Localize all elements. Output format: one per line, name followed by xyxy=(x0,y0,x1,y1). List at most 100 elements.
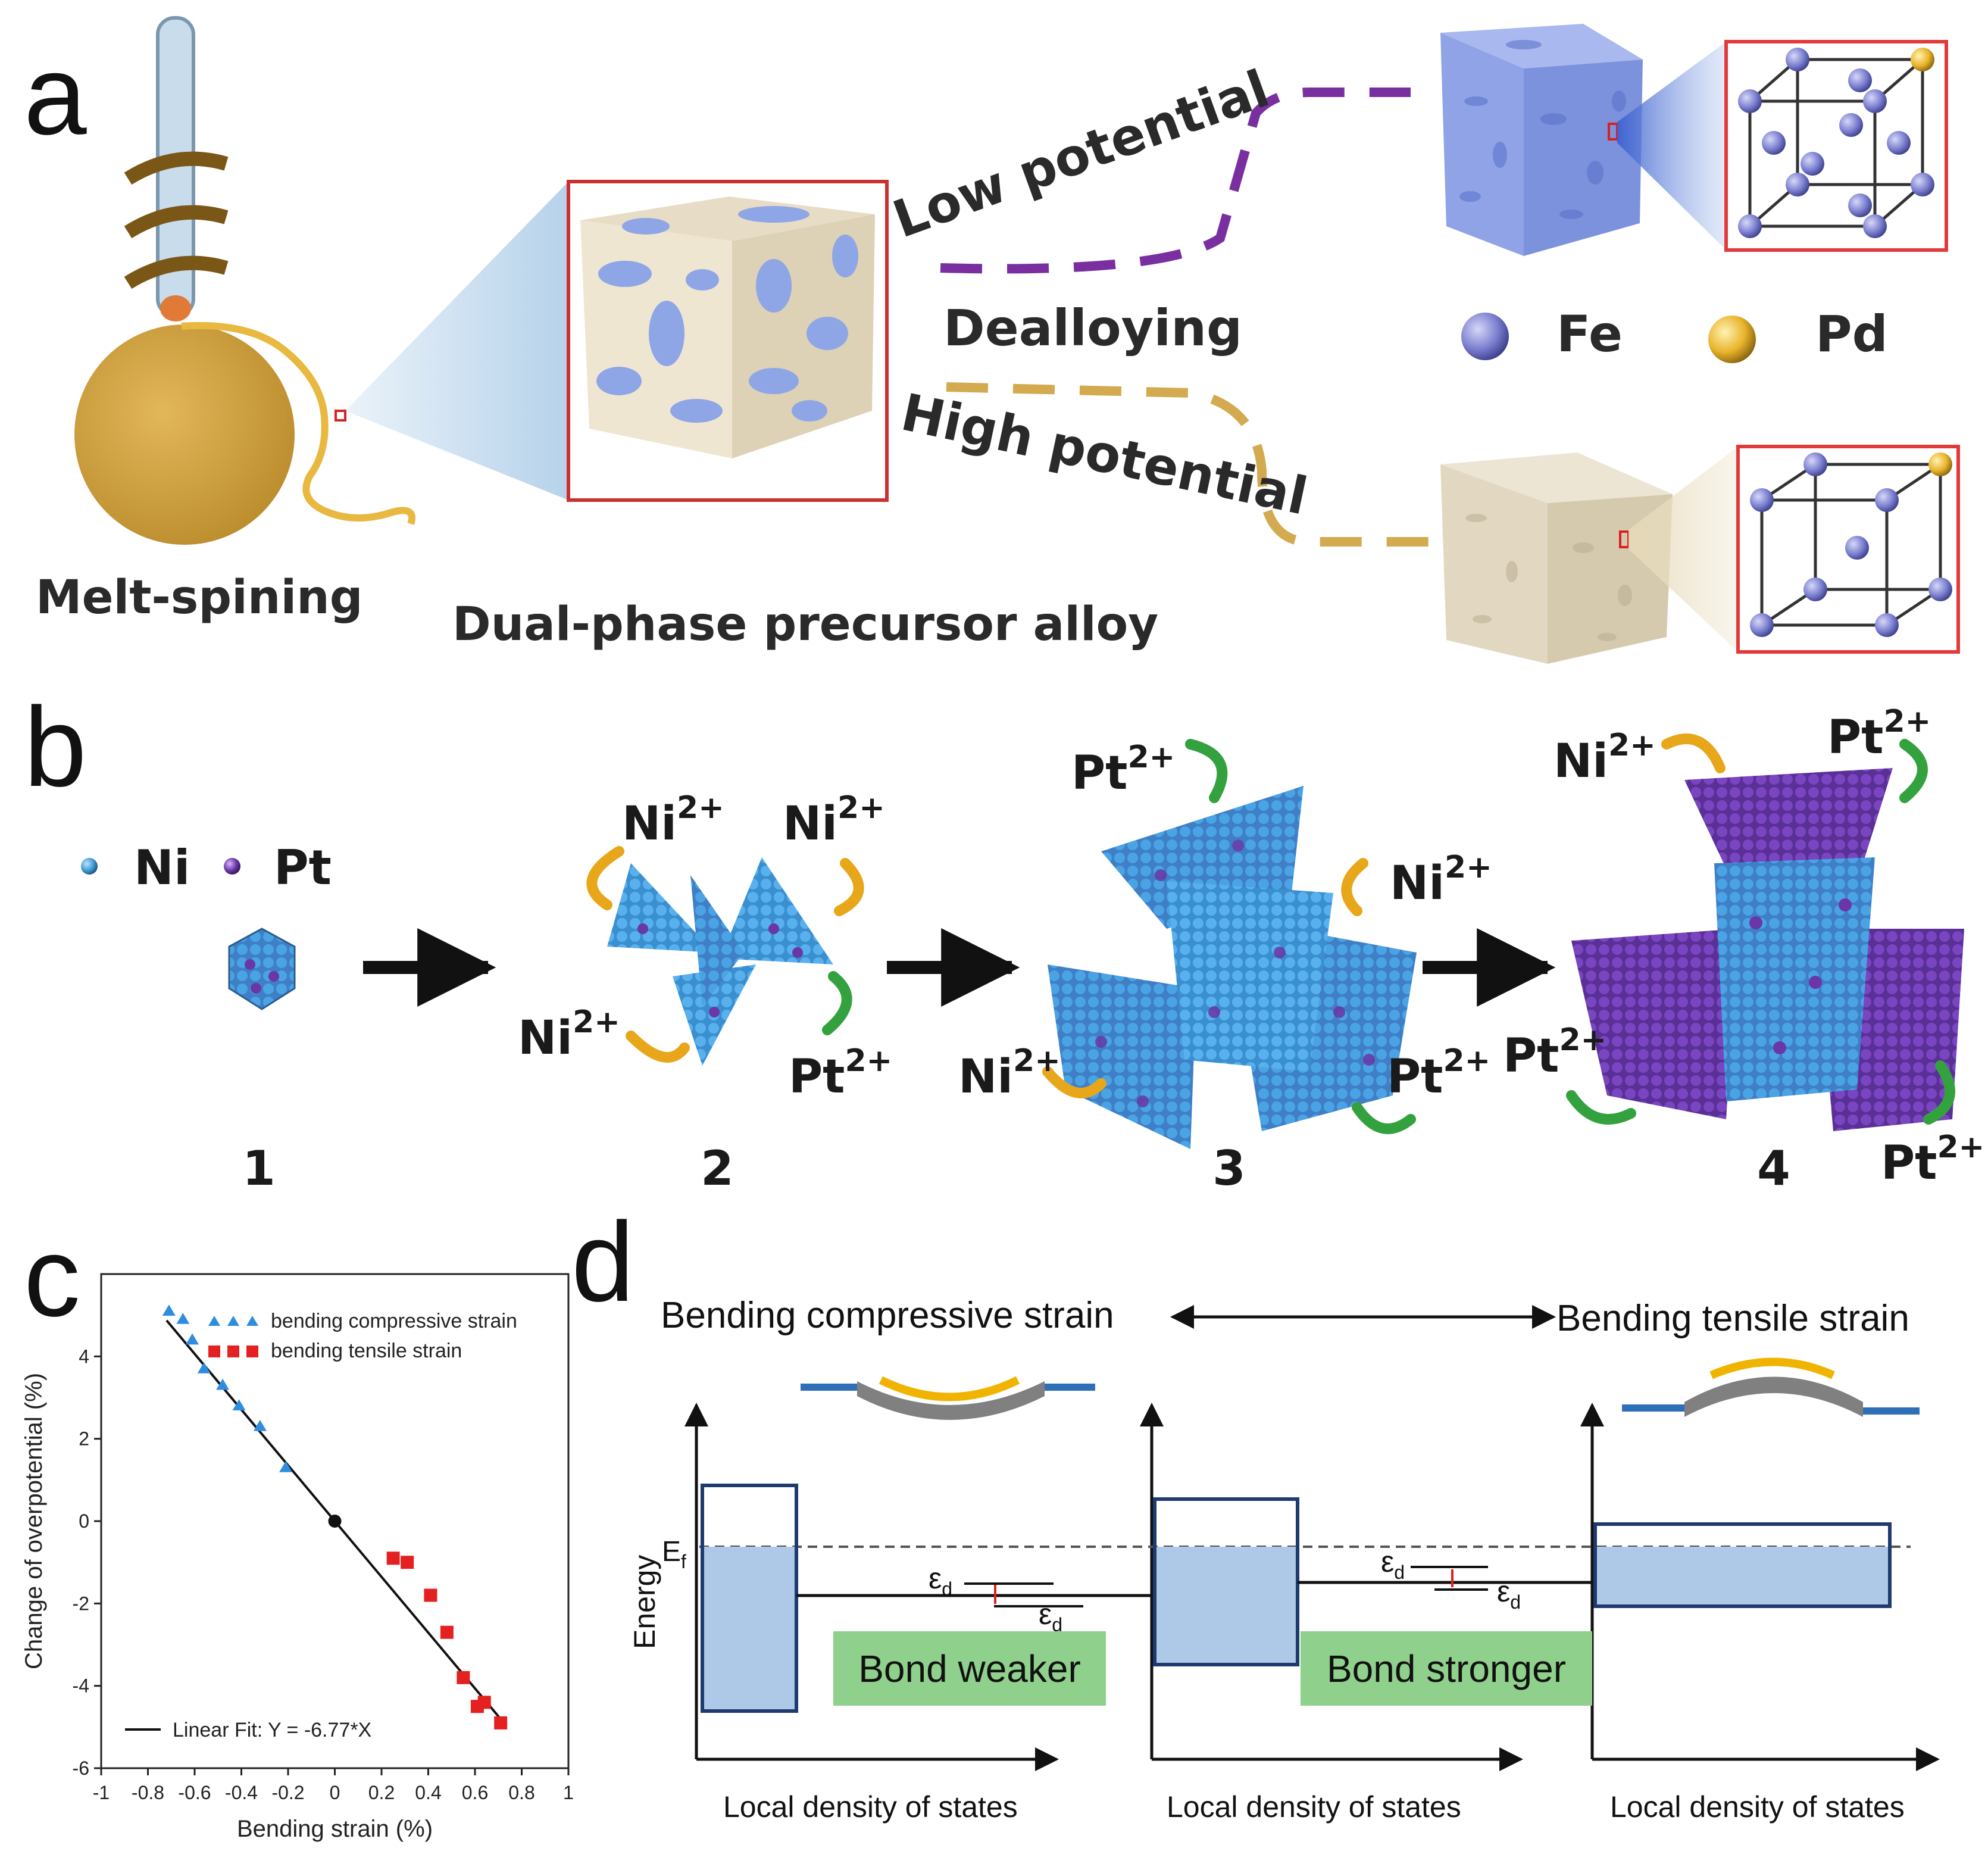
ion-label: Pt xyxy=(1071,747,1127,800)
data-point xyxy=(494,1716,508,1729)
ion-label: Ni xyxy=(1390,857,1445,910)
svg-text:εd: εd xyxy=(1497,1575,1521,1613)
fe-legend-label: Fe xyxy=(1556,305,1623,363)
y-tick-label: -4 xyxy=(73,1675,89,1697)
panel-a-label: a xyxy=(24,32,87,158)
ion-label: Ni xyxy=(622,797,677,851)
band-neutral xyxy=(1153,1497,1595,1666)
ion-label: Pt xyxy=(1387,1050,1443,1104)
melt-spinning-label: Melt-spining xyxy=(36,571,363,625)
legend-label: bending compressive strain xyxy=(271,1310,517,1332)
svg-text:εd: εd xyxy=(1039,1597,1062,1635)
data-point xyxy=(162,1304,176,1316)
x-tick-label: -0.2 xyxy=(271,1782,304,1803)
dealloying-label: Dealloying xyxy=(943,299,1242,357)
nanoporous-cube-pd xyxy=(1440,447,1738,664)
pd-legend-label: Pd xyxy=(1815,305,1888,363)
bond-weaker-label: Bond weaker xyxy=(858,1647,1081,1690)
svg-text:Pt2+: Pt2+ xyxy=(1503,1022,1606,1083)
svg-text:Ni2+: Ni2+ xyxy=(622,790,724,851)
tripod-step-2 xyxy=(607,857,833,1066)
band-compressive xyxy=(701,1484,1152,1713)
compressive-bend-icon xyxy=(801,1376,1095,1420)
svg-text:Pt2+: Pt2+ xyxy=(789,1043,892,1104)
data-point xyxy=(477,1696,491,1709)
panel-b: b Ni Pt xyxy=(24,684,1984,1196)
octapod-step-4 xyxy=(1571,768,1964,1131)
panel-d: d Bending compressive strain Bending ten… xyxy=(571,1199,1940,1824)
panel-d-label: d xyxy=(571,1199,634,1325)
svg-text:εd: εd xyxy=(929,1562,952,1600)
tensile-bend-icon xyxy=(1622,1357,1920,1417)
exchange-arrows xyxy=(586,733,1955,1134)
nanoporous-cube-fe xyxy=(1440,24,1726,256)
legend-marker xyxy=(246,1316,258,1326)
y-tick-label: 0 xyxy=(79,1510,89,1532)
y-tick-label: -6 xyxy=(73,1757,89,1779)
pd-ball-icon xyxy=(1708,316,1756,363)
precursor-label: Dual-phase precursor alloy xyxy=(452,598,1158,651)
y-axis-label: Change of overpotential (%) xyxy=(21,1373,47,1669)
x-axis-label: Bending strain (%) xyxy=(237,1816,433,1842)
data-point xyxy=(216,1378,230,1390)
svg-text:Ni2+: Ni2+ xyxy=(518,1004,620,1065)
x-tick-label: 0 xyxy=(330,1782,340,1803)
svg-text:Ni2+: Ni2+ xyxy=(1390,850,1492,910)
ldos-label: Local density of states xyxy=(723,1790,1018,1824)
svg-text:Ni2+: Ni2+ xyxy=(783,790,885,851)
unit-cell-pd-rich xyxy=(1736,445,1960,654)
fe-ball-icon xyxy=(1461,313,1509,360)
melt-spinning-apparatus: Melt-spining xyxy=(36,16,415,625)
low-potential-label: Low potential xyxy=(886,59,1277,250)
ion-label: Ni xyxy=(958,1050,1013,1104)
data-point xyxy=(232,1399,246,1411)
svg-text:Pt2+: Pt2+ xyxy=(1387,1043,1490,1104)
legend-marker xyxy=(227,1345,239,1357)
ion-label: Ni xyxy=(1553,735,1608,788)
panel-c-label: c xyxy=(24,1214,80,1340)
x-tick-label: 1 xyxy=(563,1782,574,1803)
ion-label: Pt xyxy=(1827,711,1883,764)
zoom-funnel xyxy=(345,182,568,500)
ion-labels: Ni2+ Ni2+ Ni2+ Pt2+ Pt2+ Ni2+ Ni2+ Pt2+ … xyxy=(518,704,1984,1190)
x-tick-label: -0.4 xyxy=(225,1782,258,1803)
data-point xyxy=(440,1625,454,1639)
ion-label: Ni xyxy=(783,797,837,851)
step-number: 4 xyxy=(1757,1141,1790,1196)
y-tick-label: 2 xyxy=(79,1428,89,1450)
tensile-strain-heading: Bending tensile strain xyxy=(1556,1298,1909,1339)
induction-coil xyxy=(124,151,229,185)
svg-text:Ni2+: Ni2+ xyxy=(958,1043,1061,1104)
bond-stronger-box xyxy=(1301,1631,1592,1706)
copper-wheel xyxy=(74,324,295,545)
data-point xyxy=(424,1588,437,1602)
svg-text:Pt2+: Pt2+ xyxy=(1827,704,1931,764)
legend-marker xyxy=(227,1316,239,1326)
x-tick-label: -0.8 xyxy=(132,1782,164,1803)
d-band-center-shift-up: εd εd xyxy=(1381,1545,1521,1613)
pt-legend-label: Pt xyxy=(274,840,332,895)
dual-phase-cube xyxy=(567,180,889,502)
fermi-label: Ef xyxy=(662,1536,686,1572)
compressive-strain-heading: Bending compressive strain xyxy=(661,1295,1114,1336)
y-tick-label: -2 xyxy=(73,1593,89,1614)
data-point xyxy=(253,1419,267,1431)
ion-label: Pt xyxy=(1503,1029,1559,1083)
d-band-center-shift-down: εd εd xyxy=(929,1562,1083,1635)
seed-particle xyxy=(228,928,296,1010)
ni-ball-icon xyxy=(81,858,98,875)
x-tick-label: 0.4 xyxy=(415,1782,441,1803)
step-number: 2 xyxy=(701,1141,734,1196)
band-tensile xyxy=(1593,1522,1892,1608)
step-number: 1 xyxy=(242,1141,276,1196)
bond-stronger-label: Bond stronger xyxy=(1327,1647,1566,1690)
x-tick-label: 0.8 xyxy=(508,1782,534,1803)
data-point xyxy=(328,1515,342,1528)
ni-legend-label: Ni xyxy=(134,840,190,895)
molten-alloy-drop xyxy=(160,295,191,321)
svg-text:Pt2+: Pt2+ xyxy=(1071,739,1175,800)
unit-cell-fe-pd xyxy=(1724,40,1948,252)
